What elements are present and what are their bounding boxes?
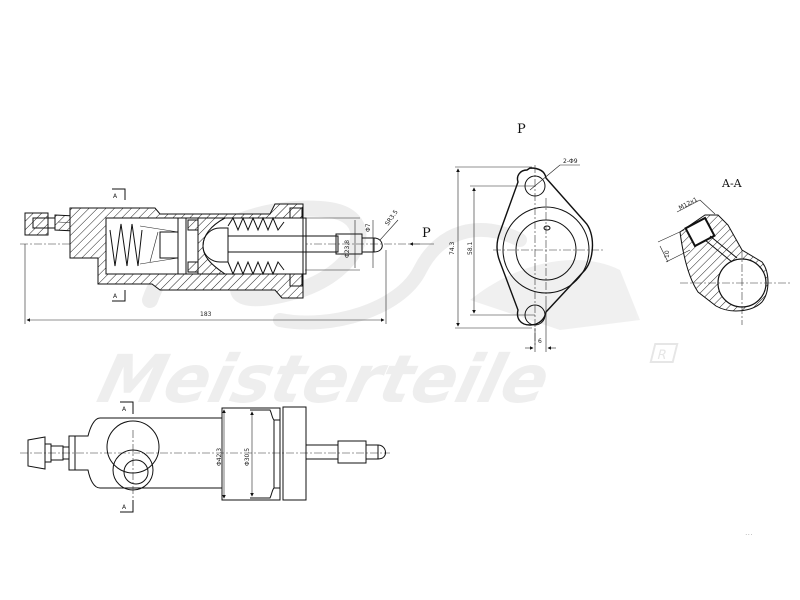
section-marker-a-bottom-side: A bbox=[120, 500, 134, 513]
watermark-brand: Meisterteile bbox=[91, 341, 558, 418]
dim-outer-height: 74.3 bbox=[449, 241, 456, 255]
flange-view-p: P 2-Φ9 74.3 58.1 6 bbox=[449, 122, 605, 352]
dim-thread: M12x1 bbox=[678, 196, 699, 212]
view-arrow-p: P bbox=[409, 226, 434, 246]
dim-offset: 6 bbox=[538, 338, 542, 345]
dim-flange-diameter: Φ42.3 bbox=[216, 448, 223, 466]
section-marker-a-top-side: A bbox=[120, 401, 134, 414]
dim-hole-spacing: 58.1 bbox=[467, 241, 474, 255]
footer-mark: ... bbox=[745, 528, 753, 537]
dim-tip-radius: SR3.5 bbox=[384, 209, 400, 228]
svg-text:P: P bbox=[422, 226, 431, 241]
section-marker-a-top: A bbox=[112, 188, 126, 200]
registered-mark-icon: R bbox=[649, 343, 679, 363]
svg-text:A: A bbox=[122, 406, 127, 413]
section-view: A A 183 Φ23.8 Φ7 SR3.5 P bbox=[20, 188, 434, 324]
view-title-aa: A-A bbox=[721, 177, 743, 190]
section-view-aa: A-A M12x1 10 bbox=[657, 177, 790, 325]
svg-text:A: A bbox=[113, 193, 118, 200]
dim-piston-diameter: Φ23.8 bbox=[344, 240, 351, 258]
side-view: A A Φ42.3 Φ30.5 bbox=[20, 401, 390, 513]
bleed-nipple-cap bbox=[24, 212, 49, 236]
svg-text:A: A bbox=[122, 504, 127, 511]
dim-depth: 10 bbox=[664, 250, 671, 258]
svg-text:R: R bbox=[656, 348, 669, 363]
dim-rod-diameter: Φ7 bbox=[365, 223, 372, 232]
svg-text:A: A bbox=[113, 293, 118, 300]
dim-overall-length: 183 bbox=[200, 311, 212, 318]
section-marker-a-bottom: A bbox=[112, 290, 126, 302]
dim-hole-callout: 2-Φ9 bbox=[563, 158, 578, 165]
dim-body-diameter: Φ30.5 bbox=[244, 448, 251, 466]
view-title-p: P bbox=[517, 122, 526, 137]
